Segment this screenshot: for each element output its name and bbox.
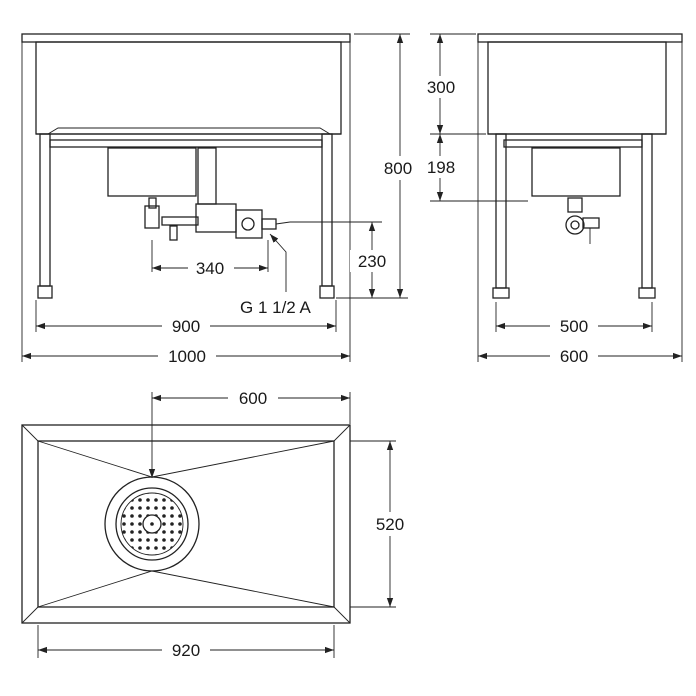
top-basin [37,440,335,608]
dim-520: 520 [376,515,404,534]
dim-600-side: 600 [560,347,588,366]
top-view [21,424,351,624]
dim-230: 230 [358,252,386,271]
front-leg-right [321,133,333,287]
side-leg-right [641,133,653,289]
top-slope-upper [37,440,335,478]
dim-300: 300 [427,78,455,97]
dim-920: 920 [172,641,200,660]
front-outlet-pipe [161,216,199,226]
front-foot-left [37,285,53,299]
side-view [477,33,683,299]
dim-340: 340 [196,259,224,278]
front-elbow [144,205,160,229]
dim-600-top: 600 [239,389,267,408]
front-drain-box [107,147,197,197]
front-basin [35,41,342,135]
front-crossbar [49,139,323,148]
front-basin-bottom [47,127,331,135]
front-foot-right [319,285,335,299]
side-leg-left [495,133,507,289]
top-dimensions: 600 520 920 [37,386,414,660]
dim-1000: 1000 [168,347,206,366]
front-valve-body [195,203,237,233]
front-rim [21,33,351,43]
side-crossbar [503,139,643,148]
dim-198: 198 [427,158,455,177]
side-foot-left [492,287,510,299]
front-leg-left [39,133,51,287]
side-rim [477,33,683,43]
front-valve-knob [241,217,255,231]
top-rim [21,424,351,624]
front-valve-head [235,209,263,239]
front-standpipe [197,147,217,205]
top-drain-ring [115,487,189,561]
front-view [21,33,351,299]
side-valve-ring [565,215,585,235]
top-slope-lower [37,570,335,608]
side-drain-box [531,147,621,197]
side-dimensions: 600 500 300 198 [418,33,683,366]
dim-900: 900 [172,317,200,336]
side-basin [487,41,667,135]
dim-500: 500 [560,317,588,336]
dim-800: 800 [384,159,412,178]
front-dimensions: 1000 900 340 230 800 G 1 1/2 A [21,33,422,366]
thread-spec-label: G 1 1/2 A [240,298,312,317]
side-foot-right [638,287,656,299]
